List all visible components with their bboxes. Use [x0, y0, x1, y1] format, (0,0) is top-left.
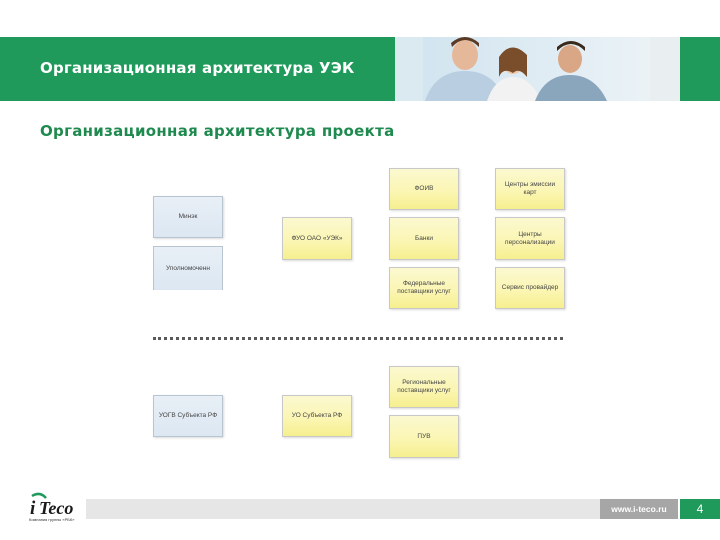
level-separator-dotted-line	[153, 337, 563, 340]
org-box-uo: УО Субъекта РФ	[282, 395, 352, 437]
people-photo-image	[395, 37, 680, 101]
org-box-label: Центры эмиссии карт	[504, 181, 556, 196]
org-box-label: Уполномоченн	[166, 264, 210, 272]
org-box-label: Минэк	[178, 213, 198, 220]
org-box-label: Центры персонализации	[505, 230, 555, 246]
org-box-label: УО Субъекта РФ	[291, 412, 343, 419]
header-photo	[395, 37, 680, 101]
org-box-service-provider: Сервис провайдер	[495, 267, 565, 309]
org-box-regional-providers: Региональные поставщики услуг	[389, 366, 459, 408]
logo-tagline: Компания группы «РБК»	[29, 517, 75, 522]
org-box-foiv: ФОИВ	[389, 168, 459, 210]
org-box-label: ФУО ОАО «УЭК»	[291, 234, 343, 242]
org-box-label: Федеральные поставщики услуг	[397, 280, 451, 295]
section-title: Организационная архитектура проекта	[40, 122, 395, 140]
org-box-label: Региональные поставщики услуг	[397, 379, 451, 394]
org-box-banks: Банки	[389, 217, 459, 260]
org-box-label: Сервис провайдер	[501, 284, 559, 291]
iteco-logo-mark: i Teco	[30, 492, 73, 519]
org-box-label: ФОИВ	[414, 185, 434, 192]
org-box-authorized: Уполномоченн	[153, 246, 223, 290]
org-box-mineconom: Минэк	[153, 196, 223, 238]
org-box-uogv: УОГВ Субъекта РФ	[153, 395, 223, 437]
footer-bar	[86, 499, 600, 519]
iteco-logo: i Teco	[28, 492, 86, 524]
org-box-label: Банки	[415, 234, 433, 242]
footer-website-link[interactable]: www.i-teco.ru	[600, 499, 678, 519]
org-box-fuo: ФУО ОАО «УЭК»	[282, 217, 352, 260]
org-box-emission-centers: Центры эмиссии карт	[495, 168, 565, 210]
org-box-puv: ПУВ	[389, 415, 459, 458]
org-box-label: УОГВ Субъекта РФ	[158, 412, 218, 419]
slide-page-number: 4	[680, 499, 720, 519]
slide-header-title: Организационная архитектура УЭК	[40, 59, 355, 77]
org-box-federal-providers: Федеральные поставщики услуг	[389, 267, 459, 309]
svg-text:Teco: Teco	[39, 498, 73, 518]
org-box-label: ПУВ	[417, 432, 431, 440]
org-box-personalization-centers: Центры персонализации	[495, 217, 565, 260]
svg-text:i: i	[30, 498, 36, 518]
